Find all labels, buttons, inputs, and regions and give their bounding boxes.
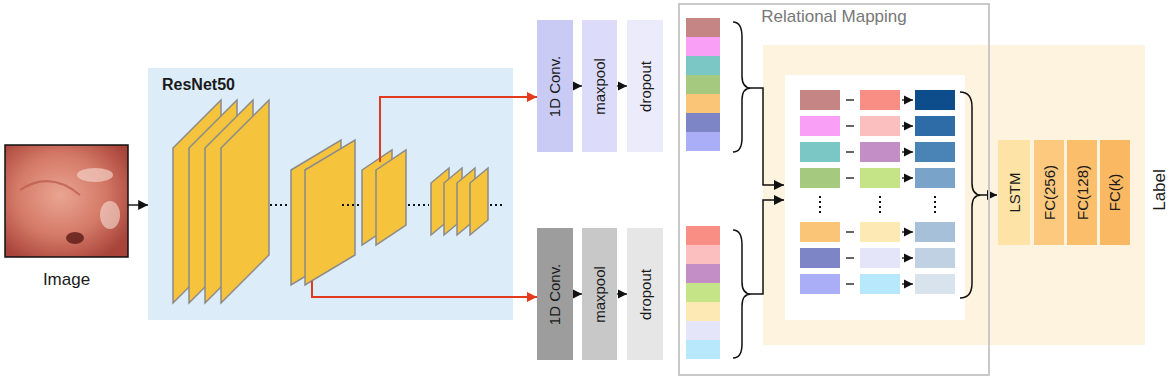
resnet-panel-ground xyxy=(148,68,513,320)
node-text: dropout xyxy=(637,269,654,320)
flow-arrow xyxy=(617,85,627,86)
image-node: Image xyxy=(5,145,128,290)
pair-panel xyxy=(785,75,965,320)
node-text: 1D Conv. xyxy=(547,263,564,324)
dense-box: FC(256) xyxy=(1034,140,1064,245)
feature-vector xyxy=(686,226,720,359)
mapping-region: Relational Mapping xyxy=(678,3,990,376)
endoscopy-image xyxy=(5,145,128,257)
ellipsis-dots xyxy=(820,196,935,214)
dense-box: FC(k) xyxy=(1100,140,1130,245)
node-text: FC(k) xyxy=(1107,174,1124,212)
conv-box: 1D Conv. xyxy=(537,228,573,360)
sequence-band xyxy=(763,45,1145,345)
output-label: Label xyxy=(1150,169,1170,211)
node-text: maxpool xyxy=(591,266,608,323)
node-text: FC(128) xyxy=(1074,165,1091,220)
pool-box: maxpool xyxy=(582,228,617,360)
flow-arrow xyxy=(573,85,582,86)
node-text: ResNet50 xyxy=(162,76,235,94)
conv-box: 1D Conv. xyxy=(537,20,573,152)
pool-box: maxpool xyxy=(582,20,617,152)
dropout-box: dropout xyxy=(627,228,663,360)
dotted-links xyxy=(270,204,505,206)
dropout-box: dropout xyxy=(627,20,663,152)
backbone-panel: ResNet50 xyxy=(148,68,513,320)
node-text: LSTM xyxy=(1006,172,1023,212)
lstm-box: LSTM xyxy=(998,140,1030,245)
node-text: dropout xyxy=(637,61,654,112)
flow-arrow xyxy=(573,293,582,294)
node-text: maxpool xyxy=(591,58,608,115)
pair-rows xyxy=(800,90,955,294)
flow-arrow xyxy=(513,96,537,98)
brace xyxy=(733,22,997,358)
flow-arrow xyxy=(513,296,537,298)
feature-tap xyxy=(312,281,513,297)
feature-vector xyxy=(686,18,720,151)
dense-box: FC(128) xyxy=(1067,140,1097,245)
node-text: 1D Conv. xyxy=(547,55,564,116)
pair-links xyxy=(846,100,913,284)
flow-arrow xyxy=(617,293,627,294)
node-text: FC(256) xyxy=(1041,165,1058,220)
feature-tap xyxy=(380,97,513,162)
conv-layers xyxy=(173,100,488,303)
node-text: Image xyxy=(43,270,90,290)
flow-arrow xyxy=(128,204,148,205)
node-text: Relational Mapping xyxy=(761,7,907,27)
